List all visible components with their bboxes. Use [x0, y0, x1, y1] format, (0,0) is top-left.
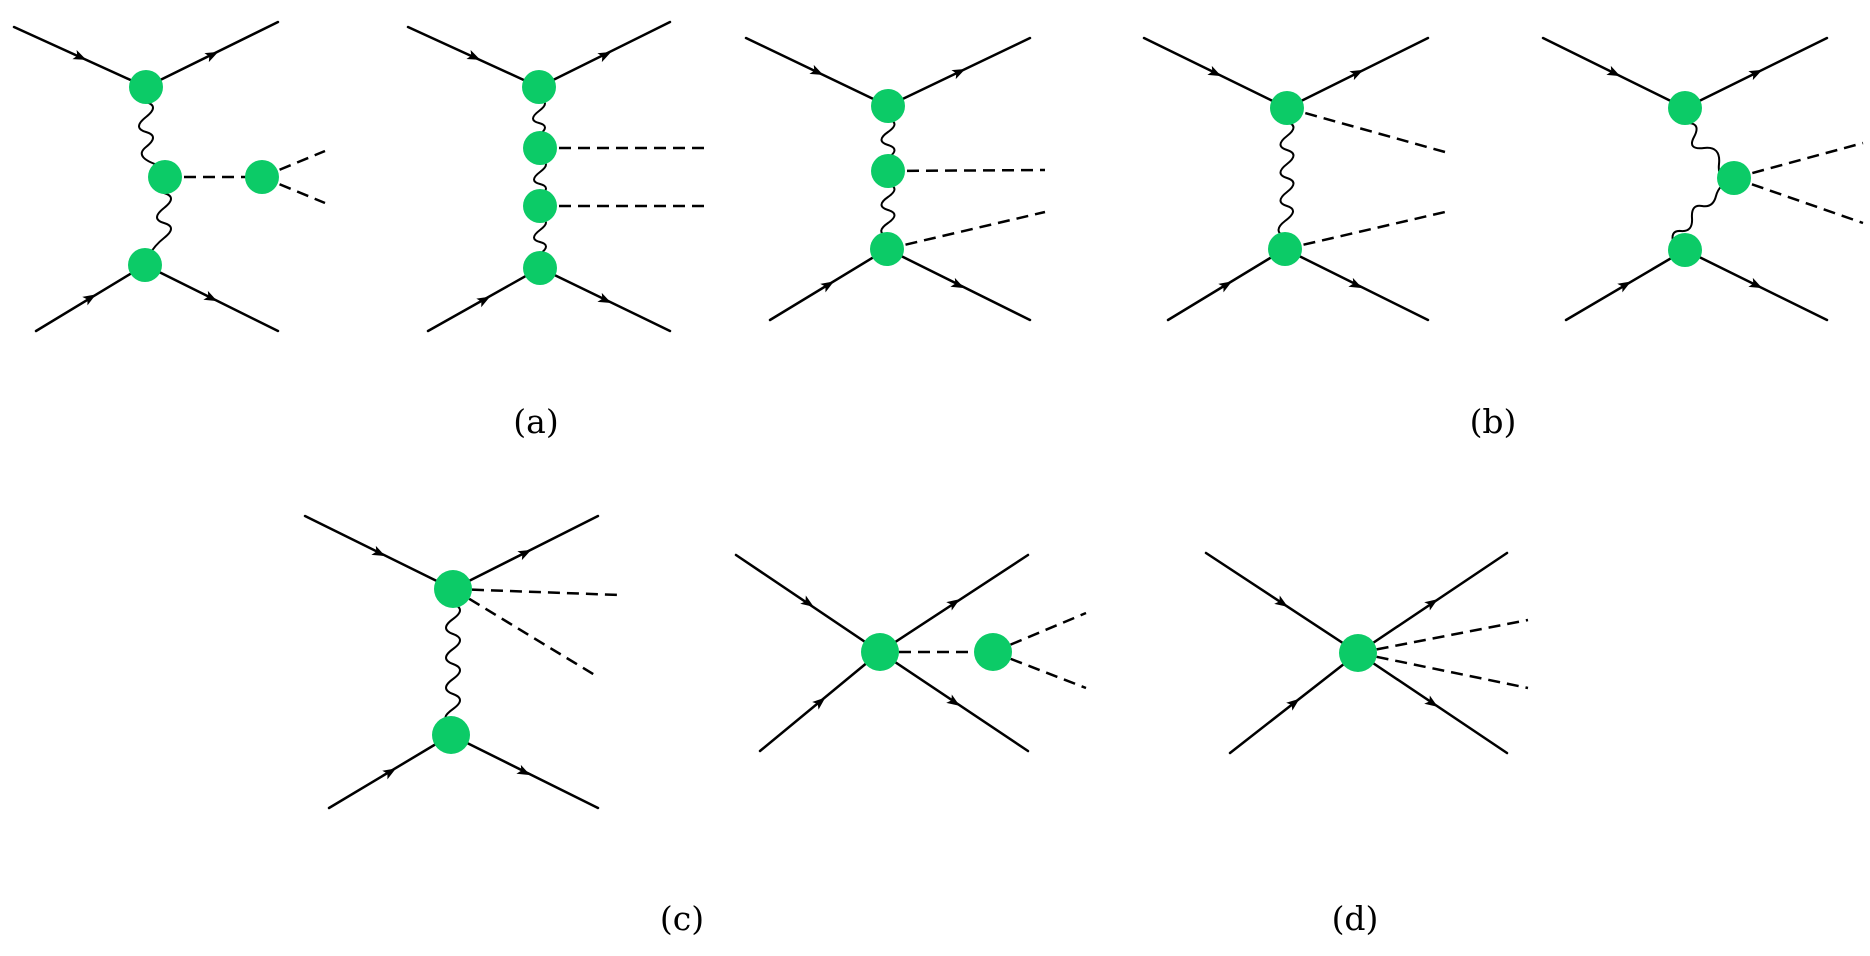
vertex-blob: [434, 570, 472, 608]
vertex-blob: [1668, 91, 1702, 125]
label-b: (b): [1470, 402, 1517, 441]
vertex-blob: [974, 633, 1012, 671]
vertex-blob: [861, 633, 899, 671]
vertex-blob: [523, 189, 557, 223]
diagram-c: [303, 514, 621, 810]
vertex-blob: [1339, 634, 1377, 672]
label-d: (d): [1332, 899, 1379, 938]
label-a: (a): [513, 402, 558, 441]
vertex-blob: [871, 154, 905, 188]
vertex-blob: [522, 70, 556, 104]
diagram-b2: [1142, 36, 1446, 322]
vertex-blob: [1270, 91, 1304, 125]
vertex-blob: [1717, 161, 1751, 195]
vertex-blob: [1268, 232, 1302, 266]
vertex-blob: [523, 251, 557, 285]
vertex-blob: [523, 131, 557, 165]
vertex-blob: [871, 89, 905, 123]
diagram-a1: [12, 20, 326, 333]
vertex-blob: [148, 160, 182, 194]
diagram-d1: [734, 553, 1087, 753]
diagram-b1: [744, 36, 1046, 322]
vertex-blob: [128, 248, 162, 282]
vertex-blob: [432, 716, 470, 754]
label-c: (c): [660, 899, 704, 938]
vertex-blob: [1668, 233, 1702, 267]
diagram-a2: [406, 20, 705, 333]
vertex-blob: [129, 70, 163, 104]
diagram-b3: [1541, 36, 1864, 322]
diagram-d2: [1204, 551, 1529, 755]
vertex-blob: [245, 160, 279, 194]
vertex-blob: [870, 232, 904, 266]
